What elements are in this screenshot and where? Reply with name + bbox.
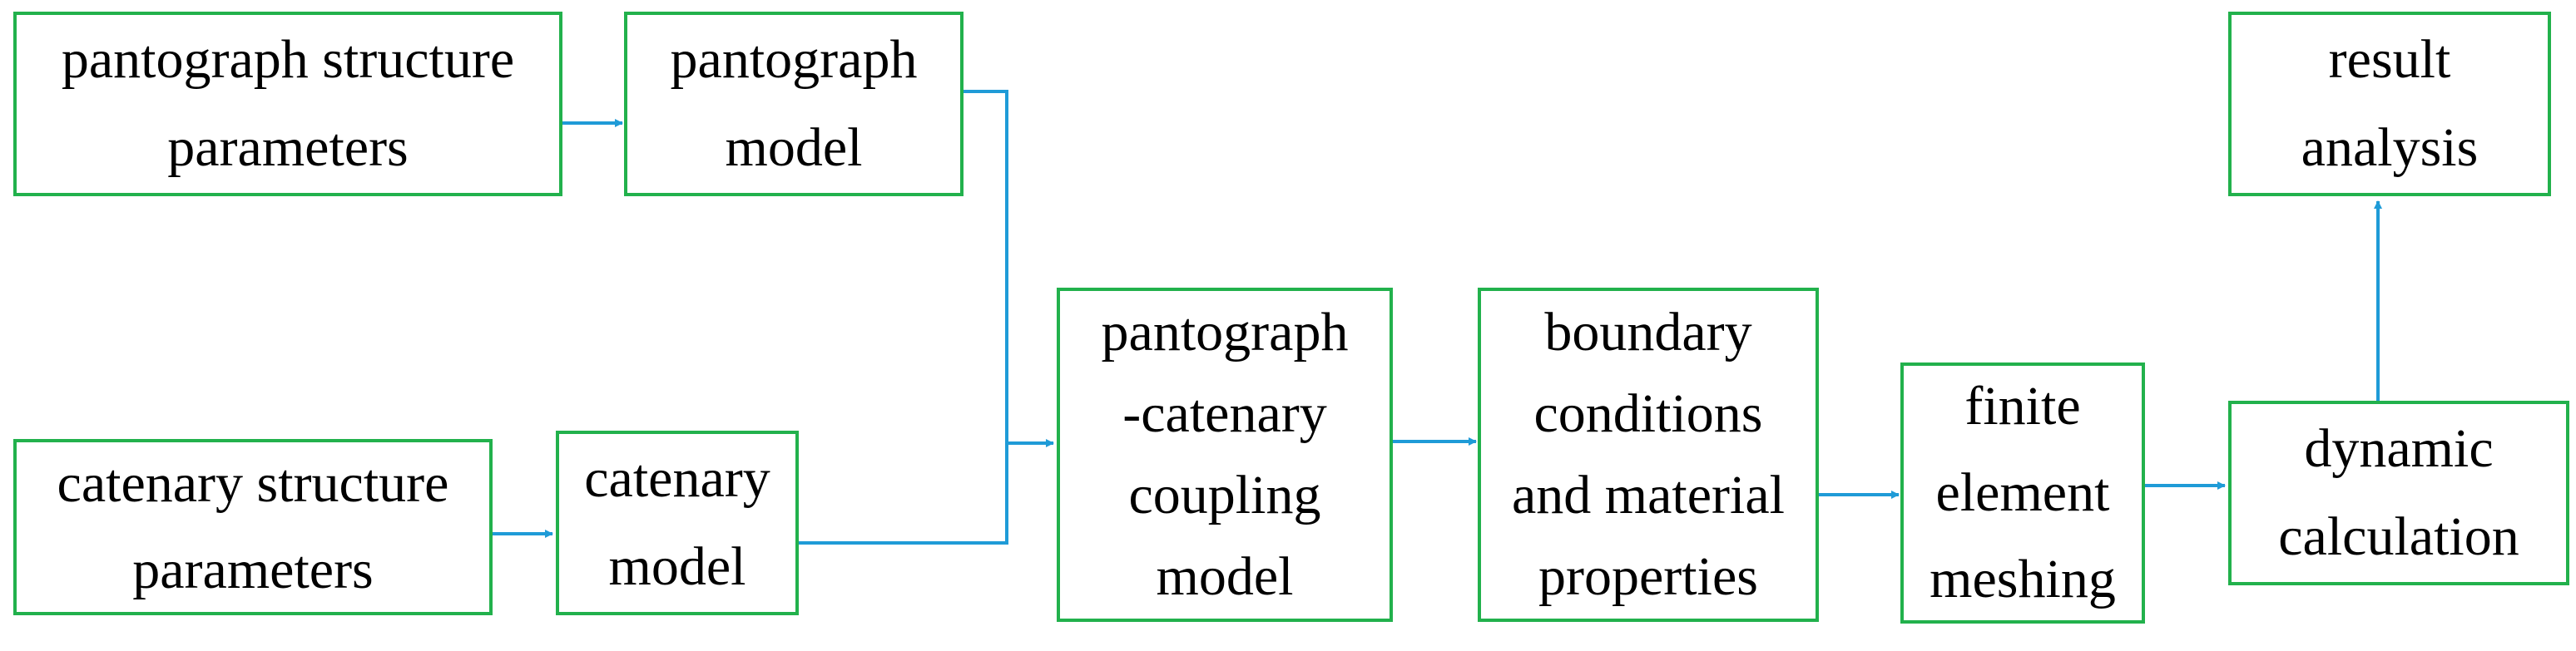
- pantograph-model-box: pantograph model: [624, 12, 964, 196]
- catenary-structure-parameters-box: catenary structure parameters: [13, 439, 493, 615]
- boundary-conditions-box: boundary conditions and material propert…: [1478, 288, 1819, 622]
- coupling-model-box: pantograph -catenary coupling model: [1057, 288, 1393, 622]
- catenary-model-box: catenary model: [556, 431, 799, 615]
- connector-catenary-model-to-merge: [799, 443, 1008, 545]
- result-analysis-box: result analysis: [2228, 12, 2551, 196]
- dynamic-calculation-box: dynamic calculation: [2228, 401, 2569, 585]
- finite-element-meshing-box: finite element meshing: [1900, 362, 2145, 624]
- connector-pantograph-model-to-merge: [964, 90, 1008, 443]
- pantograph-structure-parameters-box: pantograph structure parameters: [13, 12, 562, 196]
